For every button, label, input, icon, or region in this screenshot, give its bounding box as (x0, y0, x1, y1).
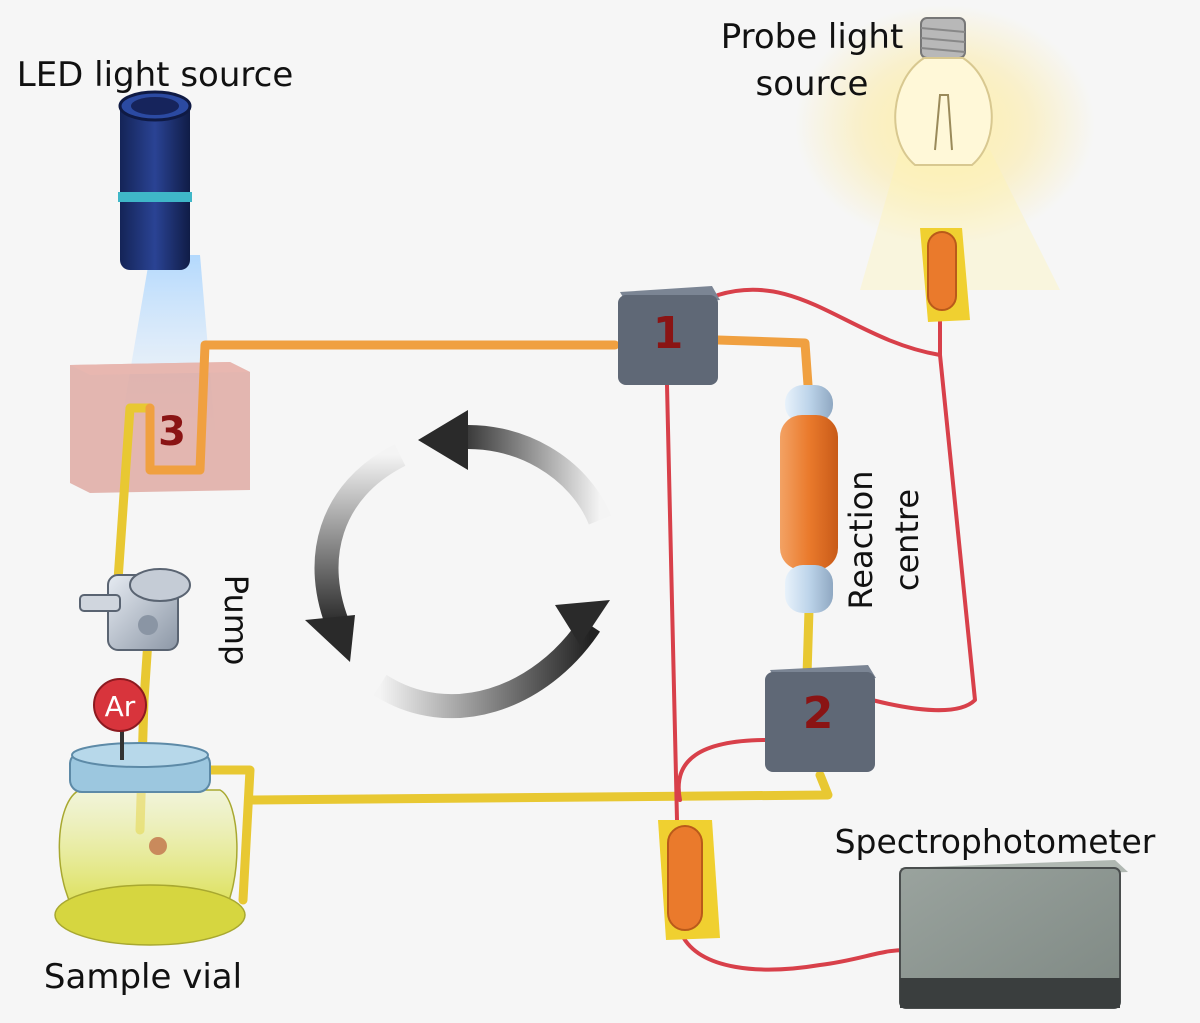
detector-flow-cell (658, 820, 720, 940)
reaction-centre-column (780, 385, 838, 613)
red-fibers (665, 287, 977, 972)
probe-light-source-label-line1: Probe light (721, 17, 904, 57)
circulation-arrows-icon (305, 410, 612, 719)
orange-tubing (145, 335, 813, 475)
pump-icon (79, 568, 191, 651)
sample-vial-icon (54, 725, 246, 946)
probe-light-source-label-line2: source (756, 64, 869, 104)
reaction-centre-label-line1: Reaction (842, 471, 880, 610)
sample-vial-label: Sample vial (44, 957, 242, 997)
junction-box-2 (765, 665, 876, 772)
probe-flow-cell (920, 228, 970, 322)
probe-light-bulb-icon (795, 5, 1095, 290)
junction-1-marker: 1 (653, 308, 684, 359)
reaction-centre-label-line2: centre (888, 489, 926, 591)
spectrophotometer-label: Spectrophotometer (835, 822, 1156, 861)
irradiation-3-marker: 3 (158, 409, 186, 455)
argon-label: Ar (105, 690, 136, 723)
argon-balloon-icon (93, 678, 147, 732)
spectrophotometer-icon (899, 860, 1128, 1009)
led-light-source-label: LED light source (17, 55, 293, 95)
junction-box-1 (618, 286, 720, 385)
junction-2-marker: 2 (803, 688, 834, 739)
pump-label: Pump (217, 575, 255, 666)
